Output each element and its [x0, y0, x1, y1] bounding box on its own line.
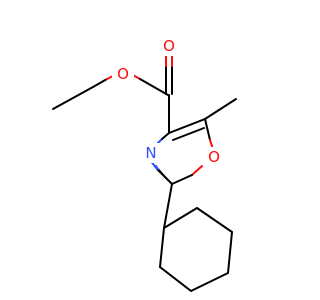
molecule-structure-diagram: O O O N [52, 36, 237, 293]
bond-ring-cyclohexyl [163, 183, 173, 229]
atom-ring-oxygen: O [208, 148, 220, 166]
label-bg-ring-oxygen [203, 147, 225, 167]
label-bg-ester-oxygen [112, 64, 134, 84]
bond-ring-c5-o1-black [204, 118, 211, 141]
label-bg-carbonyl-oxygen [158, 36, 180, 56]
bond-ester-o-c-black [139, 78, 169, 96]
bond-ethyl-c-o-black [92, 78, 108, 88]
atom-ester-oxygen: O [117, 65, 129, 83]
atom-ring-nitrogen: N [145, 144, 156, 162]
cyclohexane-ring [158, 206, 234, 293]
bond-ring-c4-c5-inner [172, 127, 205, 141]
bond-ring-c2-n3-inner-black [157, 168, 166, 178]
bond-ring-o1-c2-red [191, 165, 203, 176]
bond-ring-n3-c4-black [161, 132, 170, 140]
bond-ethyl-c-c [52, 86, 94, 110]
bond-methyl [204, 98, 237, 120]
label-bg-ring-nitrogen [141, 143, 163, 163]
bond-ring-o1-c2-black [171, 174, 193, 185]
atom-carbonyl-oxygen: O [163, 37, 175, 55]
bond-ring-c4-c5 [168, 118, 206, 134]
bond-ring-c2-n3-inner-blue [155, 165, 159, 170]
